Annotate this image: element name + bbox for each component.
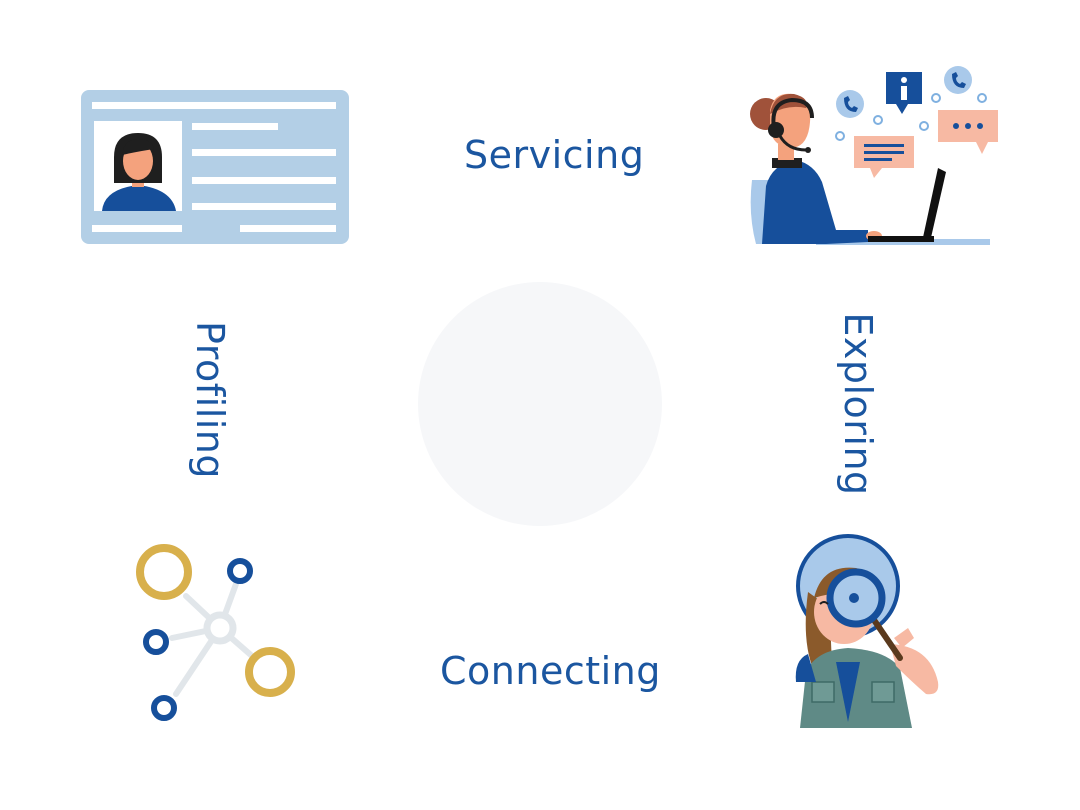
explorer-magnifier-icon xyxy=(795,534,939,728)
network-nodes-icon xyxy=(136,544,295,721)
id-card-icon xyxy=(81,90,349,244)
label-connecting: Connecting xyxy=(440,649,661,693)
support-agent-icon xyxy=(750,66,998,245)
center-circle xyxy=(418,282,662,526)
label-exploring: Exploring xyxy=(836,312,880,496)
label-servicing: Servicing xyxy=(464,133,645,177)
label-profiling: Profiling xyxy=(188,320,232,480)
